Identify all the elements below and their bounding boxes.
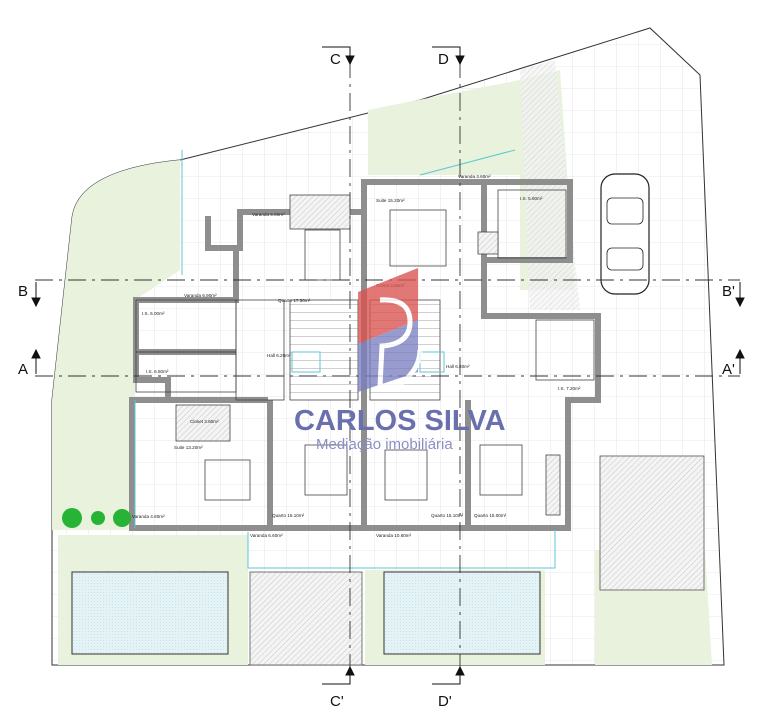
logo-icon [358, 268, 423, 392]
section-label-b-prime: B' [722, 283, 735, 300]
room-label: Varanda 3.60m² [458, 174, 491, 179]
watermark-name: CARLOS SILVA [294, 405, 506, 437]
room-label: Quarto 17.50m² [278, 298, 311, 303]
section-label-d: D [438, 51, 449, 68]
room-label: Varanda 6.60m² [250, 533, 283, 538]
room-label: Hall 6.20m² [267, 353, 291, 358]
room-label: Suite 15.20m² [376, 198, 405, 203]
room-label: Varanda 10.60m² [376, 533, 412, 538]
room-label: Varanda 5.60m² [252, 212, 285, 217]
section-label-a-prime: A' [722, 361, 735, 378]
section-cut-lines [35, 60, 740, 680]
section-label-a: A [18, 361, 28, 378]
room-label: I.S. 6.50m² [146, 369, 169, 374]
room-label: Quarto 15.10m² [431, 513, 464, 518]
section-label-c: C [330, 51, 341, 68]
room-label: I.S. 7.20m² [558, 386, 581, 391]
watermark-tagline: Mediação imobiliária [316, 436, 453, 453]
room-label: Varanda 4.60m² [132, 514, 165, 519]
section-label-d-prime: D' [438, 693, 452, 710]
section-arrows [31, 46, 745, 685]
car-icon [600, 173, 650, 295]
room-label: I.S. 6.00m² [142, 311, 165, 316]
pool-left [71, 571, 229, 655]
tree-icon [62, 508, 131, 528]
room-label: Hall 6.80m² [446, 364, 470, 369]
room-label: Varanda 6.90m² [184, 293, 217, 298]
room-label: Quarto 15.10m² [272, 513, 305, 518]
pool-right [383, 571, 541, 655]
section-label-c-prime: C' [330, 693, 344, 710]
room-label: Closet 3.60m² [190, 419, 219, 424]
section-label-b: B [18, 283, 28, 300]
room-label: I.S. 5.60m² [520, 196, 543, 201]
room-label: Suite 13.20m² [174, 445, 203, 450]
room-label: Quarto 15.00m² [474, 513, 507, 518]
parking-pad [599, 455, 705, 591]
